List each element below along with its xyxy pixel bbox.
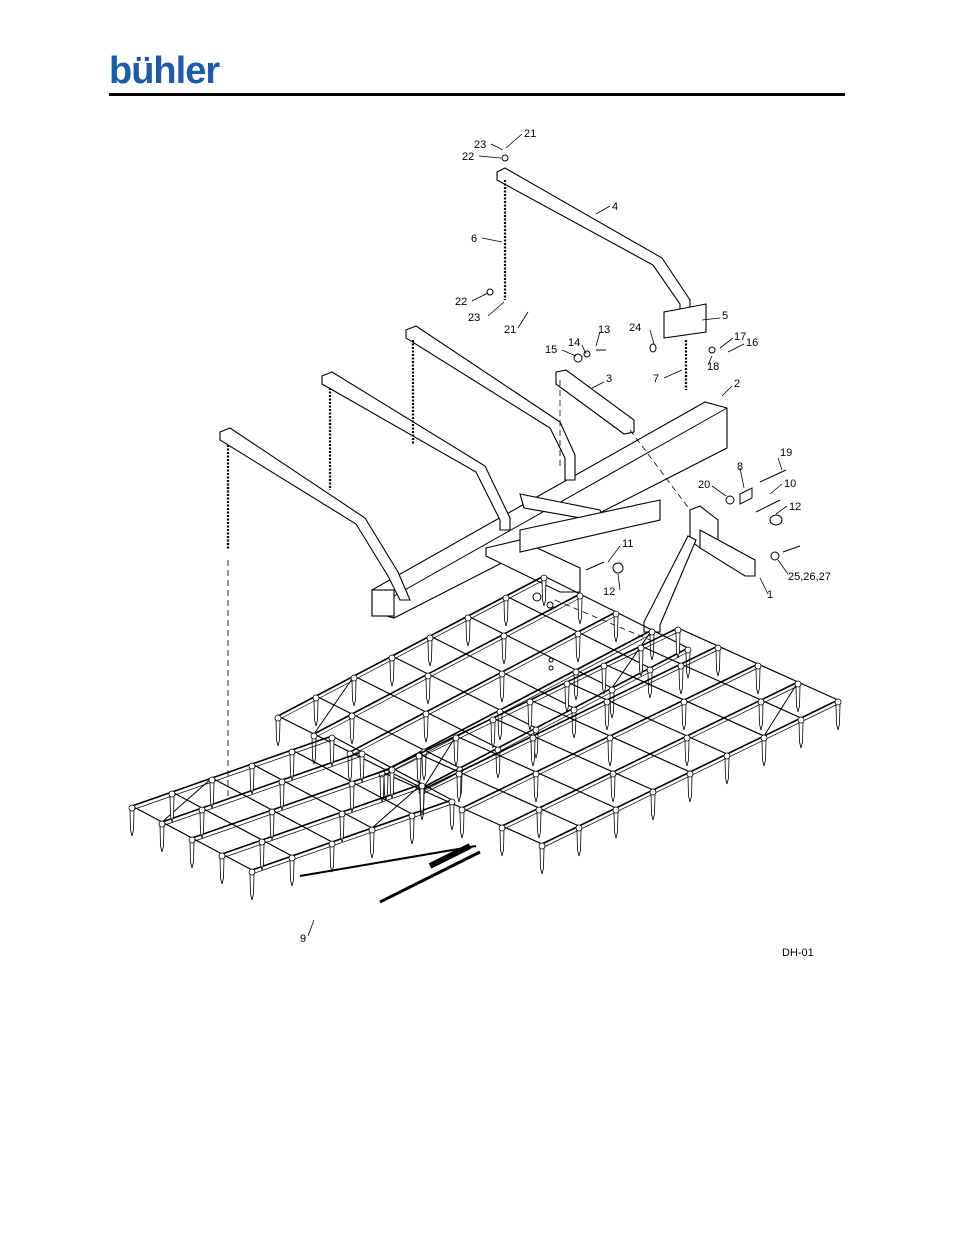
callout-2: 2 bbox=[734, 378, 740, 390]
callout-21: 21 bbox=[524, 128, 536, 140]
callout-7: 7 bbox=[653, 373, 659, 385]
header-rule bbox=[109, 93, 845, 96]
callout-9: 9 bbox=[300, 933, 306, 945]
callout-labels: 21 23 22 4 6 22 23 21 13 14 15 24 5 17 1… bbox=[300, 128, 831, 959]
hitch-assembly bbox=[485, 493, 756, 633]
part-9-harrow-sections bbox=[128, 574, 842, 904]
drawing-code: DH-01 bbox=[782, 947, 814, 959]
callout-16: 16 bbox=[746, 337, 758, 349]
buhler-logo: bühler bbox=[109, 50, 220, 92]
callout-21: 21 bbox=[504, 324, 516, 336]
callout-5: 5 bbox=[722, 310, 728, 322]
callout-24: 24 bbox=[629, 322, 641, 334]
callout-19: 19 bbox=[780, 447, 792, 459]
callout-8: 8 bbox=[737, 461, 743, 473]
callout-11: 11 bbox=[622, 538, 633, 550]
callout-20: 20 bbox=[698, 479, 710, 491]
callout-3: 3 bbox=[606, 373, 612, 385]
callout-6: 6 bbox=[471, 233, 477, 245]
callout-13: 13 bbox=[598, 324, 610, 336]
callout-4: 4 bbox=[612, 201, 618, 213]
callout-14: 14 bbox=[568, 337, 580, 349]
callout-22: 22 bbox=[462, 151, 474, 163]
callout-23: 23 bbox=[468, 312, 480, 324]
guide-line-hitch bbox=[629, 429, 691, 511]
callout-22: 22 bbox=[455, 296, 467, 308]
callout-18: 18 bbox=[707, 361, 719, 373]
callout-12: 12 bbox=[789, 501, 801, 513]
callout-1: 1 bbox=[767, 589, 773, 601]
callout-23: 23 bbox=[474, 139, 486, 151]
part-4-top-arm bbox=[496, 167, 707, 339]
callout-10: 10 bbox=[784, 478, 796, 490]
callout-leaders bbox=[307, 133, 789, 937]
carrier-arms bbox=[219, 325, 576, 601]
callout-17: 17 bbox=[734, 331, 746, 343]
part-3-brace bbox=[555, 369, 635, 435]
hardware-marks bbox=[486, 154, 801, 671]
callout-15: 15 bbox=[545, 344, 557, 356]
callout-25-26-27: 25,26,27 bbox=[788, 571, 831, 583]
callout-12: 12 bbox=[603, 586, 615, 598]
